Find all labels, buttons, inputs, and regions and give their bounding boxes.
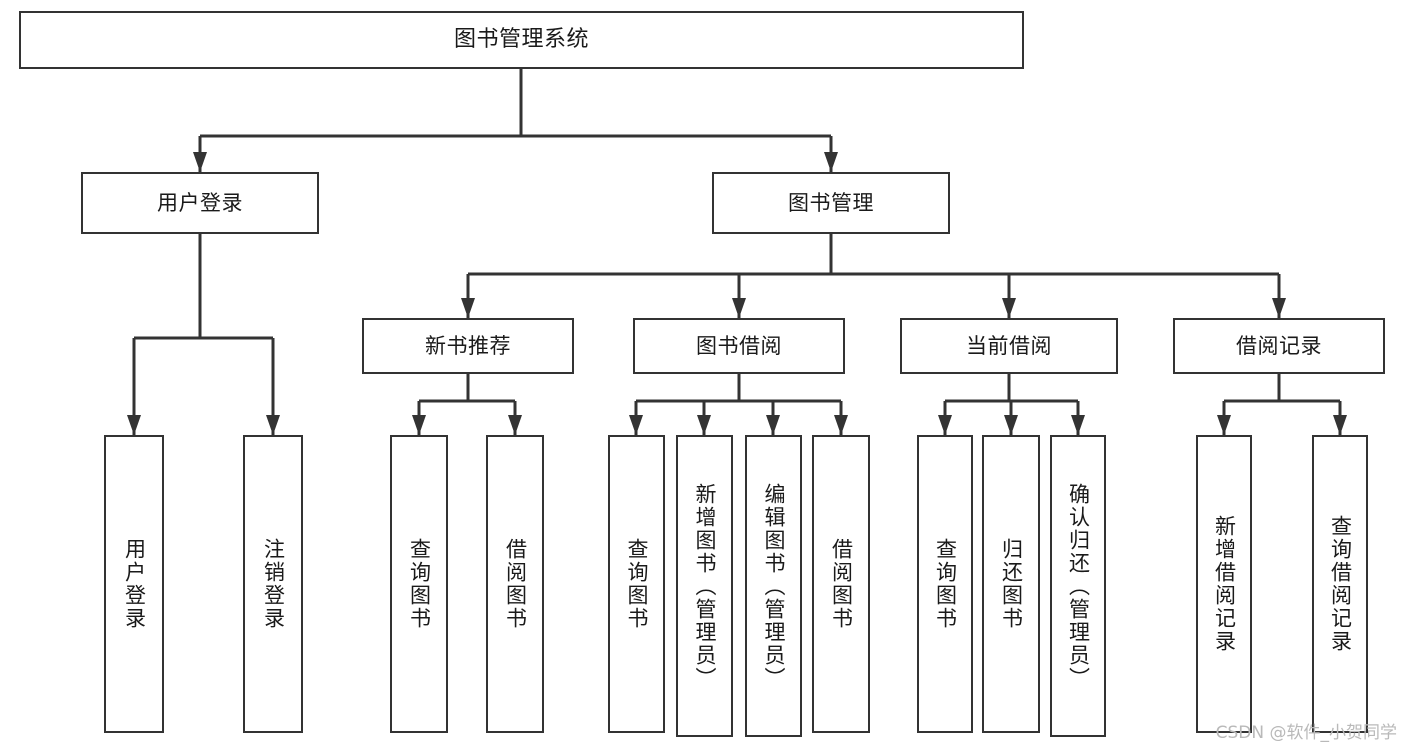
node-level1-0[interactable]: 用户登录	[81, 172, 319, 234]
node-leaf-2[interactable]: 查询图书	[390, 435, 448, 733]
node-leaf-8[interactable]: 查询图书	[917, 435, 973, 733]
node-label: 查询图书	[933, 538, 958, 630]
node-level1-1[interactable]: 图书管理	[712, 172, 950, 234]
arrowhead-icon-5-0	[938, 415, 952, 435]
node-label: 新增图书（管理员）	[693, 482, 717, 690]
node-leaf-4[interactable]: 查询图书	[608, 435, 665, 733]
node-label: 借阅图书	[503, 538, 528, 630]
node-leaf-1[interactable]: 注销登录	[243, 435, 303, 733]
node-leaf-9[interactable]: 归还图书	[982, 435, 1040, 733]
arrowhead-icon-4-2	[766, 415, 780, 435]
node-level2-0[interactable]: 新书推荐	[362, 318, 574, 374]
arrowhead-icon-6-0	[1217, 415, 1231, 435]
node-label: 用户登录	[122, 538, 147, 630]
arrowhead-icon-4-3	[834, 415, 848, 435]
node-root-图书管理系统[interactable]: 图书管理系统	[19, 11, 1024, 69]
node-leaf-10[interactable]: 确认归还（管理员）	[1050, 435, 1106, 737]
arrowhead-icon-1-1	[266, 415, 280, 435]
node-label: 借阅图书	[829, 538, 854, 630]
arrowhead-icon-0-1	[824, 152, 838, 172]
node-leaf-7[interactable]: 借阅图书	[812, 435, 870, 733]
arrowhead-icon-5-2	[1071, 415, 1085, 435]
arrowhead-icon-0-0	[193, 152, 207, 172]
arrowhead-icon-5-1	[1004, 415, 1018, 435]
node-leaf-5[interactable]: 新增图书（管理员）	[676, 435, 733, 737]
node-label: 查询图书	[407, 538, 432, 630]
node-label: 注销登录	[261, 538, 286, 630]
node-label: 图书管理	[788, 190, 874, 215]
arrowhead-icon-6-1	[1333, 415, 1347, 435]
csdn-watermark: CSDN @软件_小贺同学	[1215, 723, 1397, 743]
arrowhead-icon-3-1	[508, 415, 522, 435]
arrowhead-icon-3-0	[412, 415, 426, 435]
node-leaf-3[interactable]: 借阅图书	[486, 435, 544, 733]
node-label: 新书推荐	[425, 333, 511, 358]
node-label: 确认归还（管理员）	[1066, 482, 1091, 690]
arrowhead-icon-2-0	[461, 298, 475, 318]
arrowhead-icon-1-0	[127, 415, 141, 435]
node-label: 用户登录	[157, 190, 243, 215]
arrowhead-icon-2-2	[1002, 298, 1016, 318]
node-level2-1[interactable]: 图书借阅	[633, 318, 845, 374]
node-label: 编辑图书（管理员）	[762, 482, 786, 690]
node-label: 图书管理系统	[453, 27, 589, 53]
node-level2-2[interactable]: 当前借阅	[900, 318, 1118, 374]
node-level2-3[interactable]: 借阅记录	[1173, 318, 1385, 374]
node-label: 新增借阅记录	[1212, 515, 1237, 653]
node-leaf-12[interactable]: 查询借阅记录	[1312, 435, 1368, 733]
node-label: 借阅记录	[1236, 333, 1322, 358]
node-label: 当前借阅	[966, 333, 1052, 358]
node-label: 归还图书	[999, 538, 1024, 630]
arrowhead-icon-4-1	[697, 415, 711, 435]
node-label: 查询借阅记录	[1328, 515, 1353, 653]
node-leaf-0[interactable]: 用户登录	[104, 435, 164, 733]
node-leaf-6[interactable]: 编辑图书（管理员）	[745, 435, 802, 737]
node-leaf-11[interactable]: 新增借阅记录	[1196, 435, 1252, 733]
arrowhead-icon-2-3	[1272, 298, 1286, 318]
node-label: 查询图书	[625, 538, 649, 630]
arrowhead-icon-4-0	[629, 415, 643, 435]
arrowhead-icon-2-1	[732, 298, 746, 318]
node-label: 图书借阅	[696, 333, 782, 358]
